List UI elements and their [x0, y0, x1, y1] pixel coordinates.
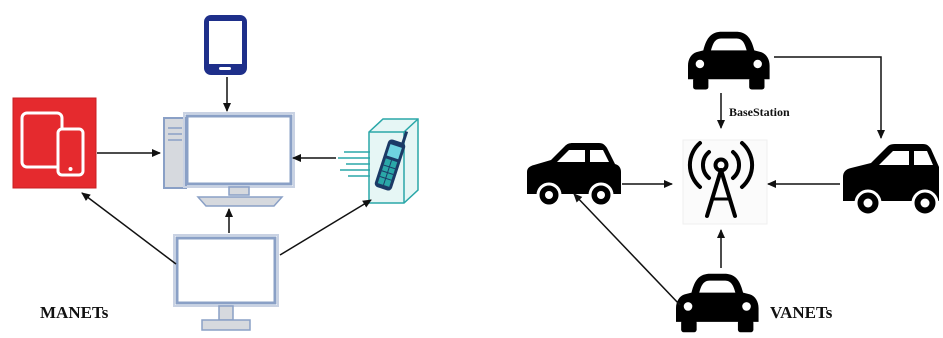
cellphone-booth-icon [338, 119, 418, 203]
arrow-monitor-to-booth [280, 200, 371, 255]
manet-diagram: MANETs [13, 15, 418, 330]
car-left-icon [527, 143, 621, 206]
car-bottom-icon [676, 274, 759, 332]
car-top-icon [688, 32, 770, 90]
tablet-icon [13, 98, 96, 188]
car-right-icon [843, 144, 939, 215]
arrow-car-bottom-to-car-left [574, 194, 680, 305]
vanet-diagram: BaseStation VANETs [527, 32, 939, 333]
manet-label: MANETs [40, 303, 109, 322]
phone-icon [204, 15, 247, 75]
antenna-tower-icon [683, 140, 767, 224]
desktop-computer-icon [164, 113, 294, 206]
base-station-label: BaseStation [729, 105, 790, 119]
arrow-car-top-to-car-right [774, 57, 881, 138]
vanet-label: VANETs [770, 303, 833, 322]
monitor-icon [174, 235, 278, 330]
arrow-monitor-to-tablet [82, 193, 176, 264]
